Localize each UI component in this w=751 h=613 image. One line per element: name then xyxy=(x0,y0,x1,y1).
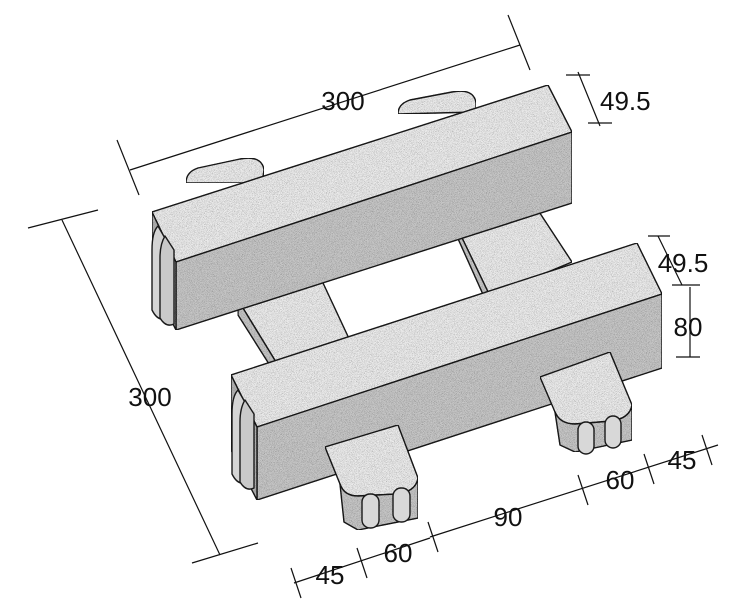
dim-top-thickness: 49.5 xyxy=(566,71,651,127)
dim-height-label: 80 xyxy=(674,312,703,342)
dim-left-seg-b-label: 60 xyxy=(384,538,413,568)
dim-top-length: 300 xyxy=(116,14,531,196)
dim-top-length-label: 300 xyxy=(321,86,364,116)
dim-right-seg-a-label: 60 xyxy=(606,465,635,495)
back-bar-end-cylinders xyxy=(151,225,175,326)
dim-right-segments: 90 60 45 xyxy=(427,434,719,553)
front-bar-end-cylinders xyxy=(231,389,255,490)
dim-bar-thickness: 49.5 xyxy=(648,235,709,286)
dim-left-seg-a-label: 45 xyxy=(316,560,345,590)
back-right-pad xyxy=(397,90,477,115)
dim-right-gap-label: 90 xyxy=(494,502,523,532)
dim-top-thickness-label: 49.5 xyxy=(600,86,651,116)
dim-height: 80 xyxy=(674,287,703,358)
front-left-pad-cylinders xyxy=(361,487,411,529)
dim-right-seg-b-label: 45 xyxy=(668,445,697,475)
dim-left-segments: 45 60 xyxy=(290,537,431,599)
back-left-pad xyxy=(185,157,265,184)
dim-bar-thickness-label: 49.5 xyxy=(658,248,709,278)
dim-side-length: 300 xyxy=(27,209,259,564)
front-right-pad-cylinders xyxy=(577,415,622,455)
dim-side-length-label: 300 xyxy=(128,382,171,412)
